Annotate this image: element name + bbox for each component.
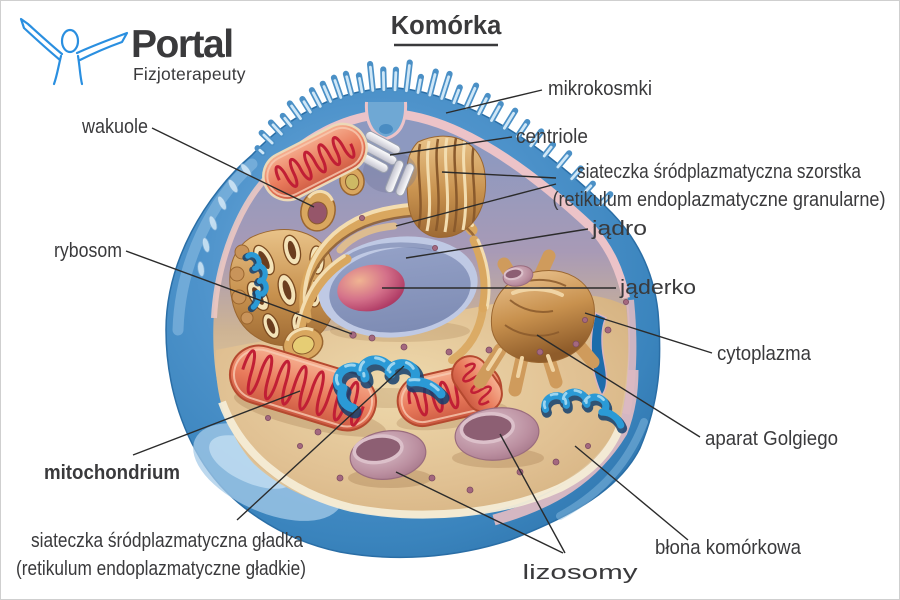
label-rybosom: rybosom [54,239,122,262]
nucleolus [337,264,405,312]
cut-band-left [211,173,271,319]
label-jaderko: jąderko [619,276,696,299]
leader-lizosomy-b [499,433,566,554]
mitochondrion-top [262,122,368,202]
label-aparat-golgiego: aparat Golgiego [705,427,838,450]
label-mikrokosmki: mikrokosmki [548,77,652,100]
membrane-pit [364,101,408,141]
vacuoles [282,166,365,362]
leader-mitochondrium [132,390,301,456]
logo-brand: Portal [131,23,233,66]
page-title: Komórka [391,12,502,40]
logo-subtitle: Fizjoterapeuty [133,64,246,84]
labels: mikrokosmki centriole siateczka śródplaz… [16,77,886,584]
leader-blona [574,445,689,541]
lysosome-right [454,407,540,461]
label-cytoplazma: cytoplazma [717,342,812,365]
label-retikulum-granularne: (retikulum endoplazmatyczne granularne) [553,188,886,211]
lysosome-small [502,265,534,287]
leader-mikrokosmki [445,89,543,114]
leader-cytoplazma [584,312,713,354]
leader-szorstka-b [395,183,557,227]
leader-gladka [236,365,405,521]
smooth-er-right [541,388,628,434]
smooth-er-left [242,252,269,313]
label-siateczka-gladka: siateczka śródplazmatyczna gładka [31,529,304,552]
logo: Portal Fizjoterapeuty [19,17,246,86]
leader-wakuole [151,127,315,208]
membrane-pit-base [379,124,393,134]
nucleus [318,236,478,338]
label-wakuole: wakuole [81,115,148,138]
membrane-highlight-left [172,158,258,336]
leader-lines [125,89,713,554]
leader-lizosomy-a [395,471,564,554]
label-lizosomy: lizosomy [523,561,639,584]
ribosomes [264,214,630,494]
mitochondrion-left [229,344,377,432]
label-centriole: centriole [516,125,588,148]
label-retikulum-gladkie: (retikulum endoplazmatyczne gładkie) [16,557,306,580]
rough-er [406,135,486,238]
label-blona-komorkowa: błona komórkowa [655,536,802,559]
cut-band-topright [588,225,630,299]
label-siateczka-szorstka: siateczka śródplazmatyczna szorstka [577,160,861,183]
vacuole [300,190,336,232]
leader-golgi [536,334,701,438]
logo-figure-icon [19,17,129,86]
label-mitochondrium: mitochondrium [44,461,180,484]
title-block: Komórka [391,12,502,47]
vacuole [282,326,324,362]
smooth-er-center [332,355,450,419]
leader-rybosom [125,250,353,335]
floor-rim [218,400,625,519]
cut-band-right [622,299,637,415]
centriole [354,130,417,197]
leader-jadro [405,228,589,259]
leader-centriole [389,136,513,156]
leader-szorstka-a [441,171,557,179]
label-jadro: jądro [591,217,647,240]
lysosome-center [349,430,427,480]
microvilli [254,59,614,208]
